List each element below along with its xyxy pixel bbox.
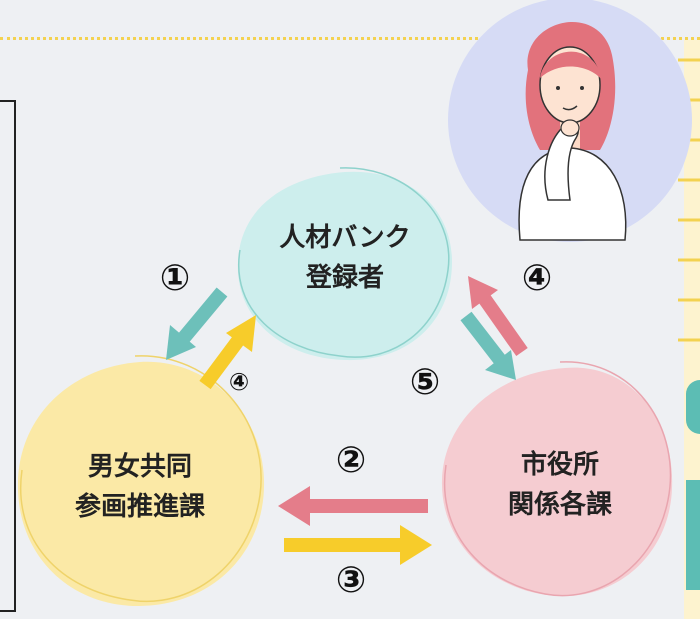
arrow-step-2 [278,486,428,526]
registrant-node [237,167,452,361]
registrant-label-line1: 人材バンク [279,223,411,253]
left-bracket-line [0,100,16,612]
equality-section-node [17,355,265,607]
equality-section-label: 男女共同 参画推進課 [30,447,250,528]
step-4-right-number: ④ [521,258,553,299]
registrant-label: 人材バンク 登録者 [250,218,440,299]
step-3-number: ③ [335,560,367,601]
dotted-divider [0,37,700,40]
arrow-step-3 [284,525,432,565]
city-office-label: 市役所 関係各課 [455,445,665,526]
step-1-number: ① [159,258,191,299]
city-office-label-line1: 市役所 [520,450,599,480]
equality-section-label-line2: 参画推進課 [74,492,205,523]
step-2-number: ② [335,440,367,481]
step-5-number: ⑤ [409,362,441,403]
arrow-step-4-left [199,315,256,390]
arrow-step-4-right [468,276,528,357]
step-4-left-number: ④ [228,368,250,396]
arrow-step-1 [166,287,228,360]
arrow-step-5 [460,311,516,380]
thinking-woman-illustration [448,0,692,242]
city-office-label-line2: 関係各課 [507,490,612,521]
registrant-label-line2: 登録者 [305,263,384,294]
equality-section-label-line1: 男女共同 [87,452,192,482]
city-office-node [441,361,673,597]
